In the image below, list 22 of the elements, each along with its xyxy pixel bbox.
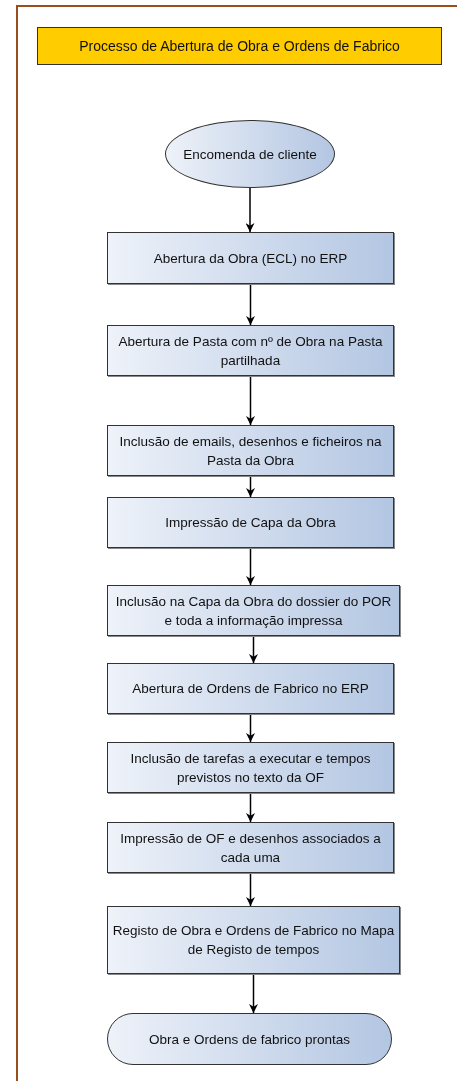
process-box: Inclusão de tarefas a executar e tempos previstos no texto da OF	[107, 742, 394, 793]
process-box: Inclusão de emails, desenhos e ficheiros na Pasta da Obra	[107, 425, 394, 476]
process-box: Impressão de OF e desenhos associados a cada uma	[107, 822, 394, 873]
arrow	[246, 792, 255, 823]
arrow	[246, 283, 255, 326]
process-box: Inclusão na Capa da Obra do dossier do POR e toda a informação impressa	[107, 585, 400, 636]
arrow	[246, 547, 255, 586]
process-box: Abertura da Obra (ECL) no ERP	[107, 232, 394, 284]
title-banner: Processo de Abertura de Obra e Ordens de Fabrico	[37, 27, 442, 65]
arrow	[245, 187, 255, 233]
process-box: Abertura de Ordens de Fabrico no ERP	[107, 663, 394, 714]
arrow	[249, 973, 258, 1014]
process-box: Impressão de Capa da Obra	[107, 497, 394, 548]
arrow	[246, 713, 255, 743]
process-box: Abertura de Pasta com nº de Obra na Pasta partilhada	[107, 325, 394, 376]
arrow	[246, 375, 255, 426]
arrow	[246, 872, 255, 907]
start-ellipse: Encomenda de cliente	[165, 120, 335, 188]
terminator-shape: Obra e Ordens de fabrico prontas	[107, 1013, 392, 1065]
arrow	[246, 475, 255, 498]
process-box: Registo de Obra e Ordens de Fabrico no Mapa de Registo de tempos	[107, 906, 400, 974]
arrow	[249, 635, 258, 664]
